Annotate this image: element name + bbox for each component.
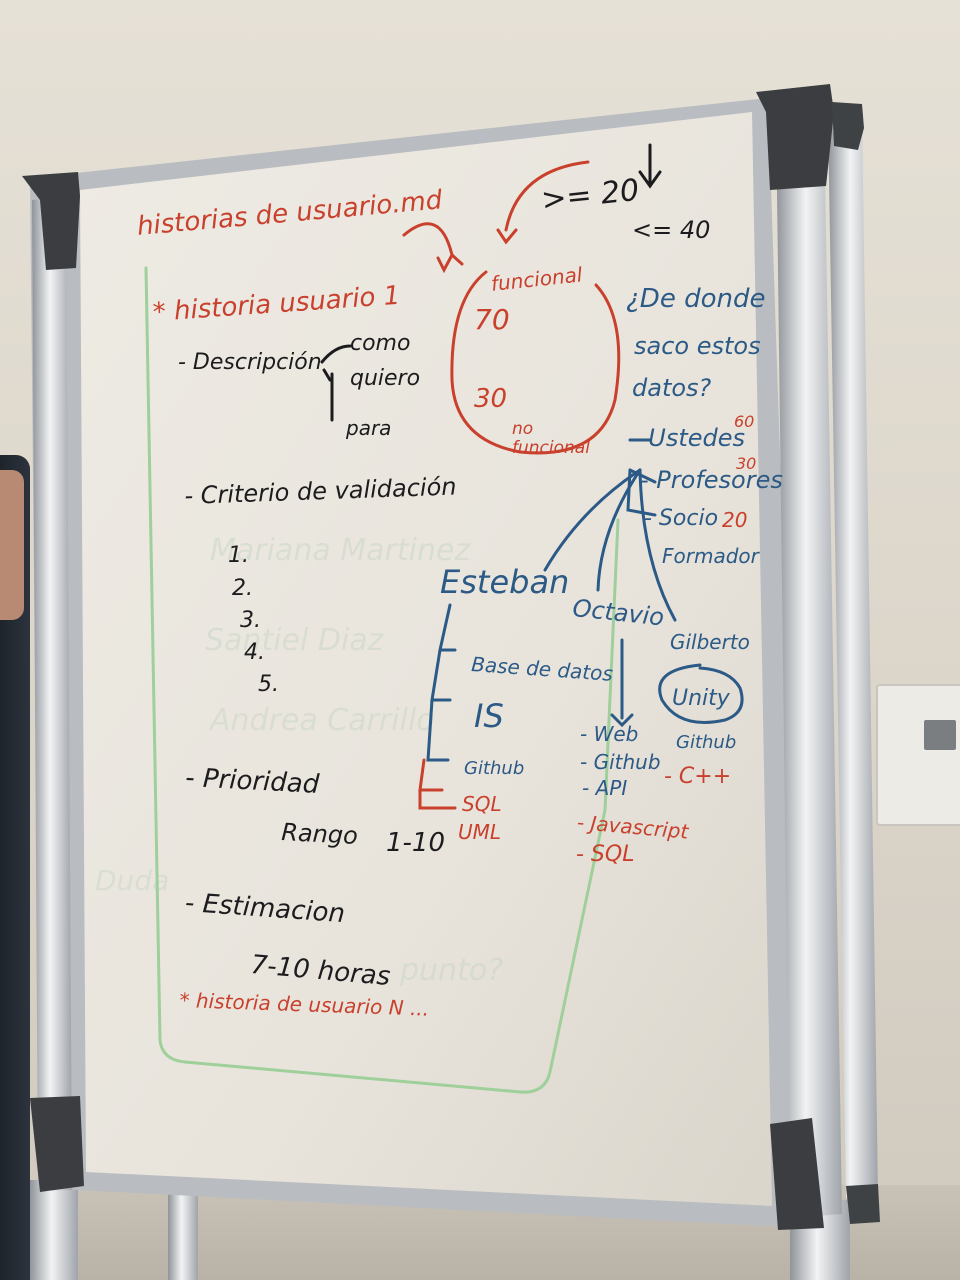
- ghost-writing-2: Santiel Diaz: [205, 623, 385, 658]
- corner-cap-bottom-right: [770, 1118, 824, 1230]
- no-funcional-label: no funcional: [512, 419, 590, 458]
- source-value-ustedes: 60: [734, 412, 755, 431]
- ghost-writing-3: Andrea Carrillo: [208, 703, 435, 738]
- priority-range-label: Rango: [280, 818, 359, 850]
- thermostat-screen: [924, 720, 956, 750]
- no-funcional-value: 30: [474, 384, 508, 414]
- corner-cap-bottom-far-right: [846, 1184, 880, 1224]
- ghost-writing-5: punto?: [399, 953, 503, 988]
- person-face: [0, 470, 24, 620]
- description-item-quiero: quiero: [350, 366, 421, 391]
- octavio-item-web: - Web: [580, 722, 639, 746]
- question-line-2: saco estos: [634, 332, 761, 360]
- validation-number-4: 4.: [244, 640, 265, 665]
- esteban-red-sql: SQL: [462, 792, 502, 816]
- octavio-item-github: - Github: [580, 750, 661, 774]
- arrow-title-to-box: [402, 222, 464, 274]
- esteban-item-github: Github: [464, 758, 525, 779]
- question-line-3: datos?: [632, 374, 712, 402]
- corner-cap-top-right: [756, 84, 834, 190]
- arrow-down-threshold: [504, 160, 590, 232]
- validation-number-2: 2.: [232, 576, 253, 601]
- priority-range-value: 1-10: [386, 828, 446, 858]
- corner-cap-bottom-left: [30, 1096, 84, 1192]
- source-value-profesores: 30: [736, 454, 757, 473]
- octavio-item-api: - API: [582, 776, 628, 800]
- gilberto-item-unity: Unity: [672, 686, 730, 711]
- octavio-red-sql: - SQL: [576, 842, 635, 867]
- description-label: - Descripción: [178, 350, 322, 375]
- source-label-profesores: - Profesores: [640, 466, 783, 494]
- corner-cap-top-far-right: [832, 102, 864, 150]
- right-pole-front: [776, 108, 842, 1218]
- whiteboard-surface: [80, 112, 772, 1206]
- source-label-formador: Formador: [662, 544, 759, 568]
- validation-number-1: 1.: [228, 543, 249, 568]
- person-esteban: Esteban: [440, 563, 570, 601]
- validation-number-3: 3.: [240, 608, 261, 633]
- source-value-socio: 20: [722, 508, 748, 532]
- esteban-red-uml: UML: [458, 820, 502, 844]
- right-pole-back: [828, 114, 878, 1198]
- priority-label: - Prioridad: [184, 763, 320, 800]
- description-item-como: como: [350, 331, 411, 356]
- esteban-item-is: IS: [474, 697, 504, 735]
- funcional-circle: [450, 270, 621, 455]
- threshold-bottom: <= 40: [632, 216, 711, 244]
- gilberto-item-github: Github: [676, 732, 737, 753]
- left-pole: [32, 196, 72, 1192]
- validation-number-5: 5.: [258, 672, 279, 697]
- ghost-writing-1: Mariana Martinez: [210, 533, 471, 568]
- stand-leg-mid: [168, 1190, 198, 1280]
- source-label-socio: - Socio: [644, 506, 719, 531]
- descripcion-bracket: [320, 344, 352, 422]
- source-tree-lines: [426, 438, 744, 762]
- arrow-down-threshold-head: [496, 228, 518, 245]
- black-arrow-top: [638, 143, 662, 189]
- source-label-ustedes: - Ustedes: [632, 424, 746, 452]
- esteban-red-bracket: [418, 758, 457, 810]
- story-box-outline: [144, 266, 620, 1094]
- question-line-1: ¿De donde: [626, 284, 766, 314]
- gilberto-red-cpp: - C++: [664, 764, 732, 789]
- corner-cap-top-left: [22, 172, 80, 270]
- funcional-value: 70: [474, 303, 510, 336]
- stand-leg-left: [30, 1180, 78, 1280]
- wall-thermostat: [876, 684, 960, 826]
- description-item-para: para: [346, 416, 392, 440]
- person-gilberto: Gilberto: [670, 630, 750, 654]
